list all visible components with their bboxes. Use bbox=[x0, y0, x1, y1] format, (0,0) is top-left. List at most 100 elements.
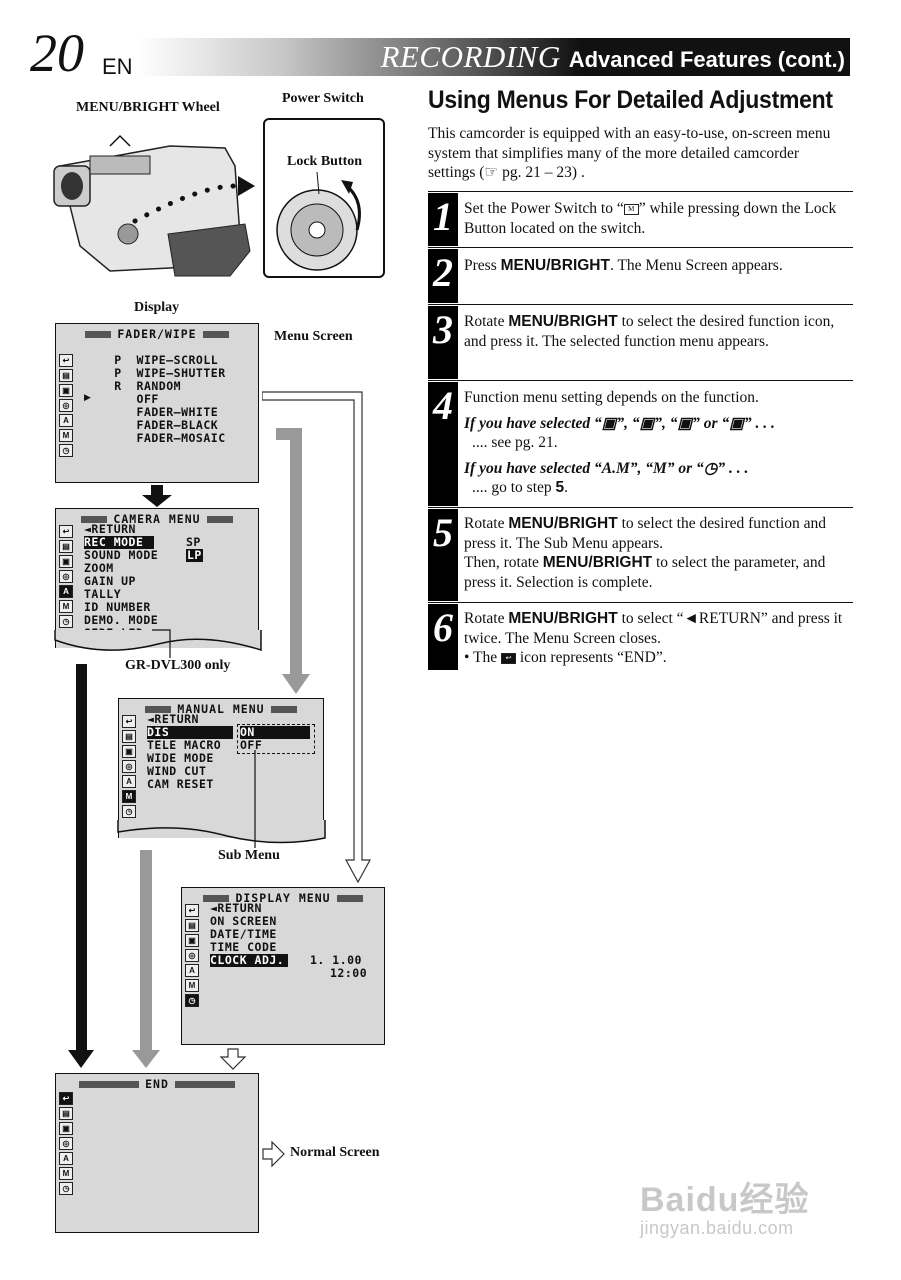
menu-item: ◄RETURN bbox=[147, 712, 199, 726]
selection-pointer-icon: ▶ bbox=[84, 392, 91, 402]
screen-title-text: CAMERA MENU bbox=[113, 512, 201, 526]
header-bar bbox=[138, 38, 850, 76]
return-icon: ↩ bbox=[122, 715, 136, 728]
fader-wipe-screen: FADER/WIPE ↩ ▤ ▣ ◎ A M ◷ P WIPE–SCROLL P… bbox=[55, 323, 259, 483]
menu-item: ZOOM bbox=[84, 561, 114, 575]
program-ae-icon: ◎ bbox=[59, 570, 73, 583]
manual-menu-icon: M bbox=[122, 790, 136, 803]
menu-item-selected: REC MODE bbox=[84, 536, 154, 549]
power-switch-inset bbox=[263, 118, 385, 278]
fader-icon: ▤ bbox=[185, 919, 199, 932]
function-icon-column: ↩ ▤ ▣ ◎ A M ◷ bbox=[185, 904, 199, 1009]
gr-only-label: GR-DVL300 only bbox=[125, 658, 231, 673]
step-text: to select the desired function and press… bbox=[464, 515, 827, 552]
step-number: 3 bbox=[428, 306, 458, 379]
menu-item: TALLY bbox=[84, 587, 122, 601]
screen-title-text: MANUAL MENU bbox=[177, 702, 265, 716]
sub-menu-off: OFF bbox=[240, 738, 263, 752]
menu-item: CAM RESET bbox=[147, 777, 214, 791]
screen-title: DISPLAY MENU bbox=[182, 891, 384, 905]
end-arrow-black-icon bbox=[68, 664, 94, 1068]
lock-button-label: Lock Button bbox=[287, 154, 363, 169]
page-title: Using Menus For Detailed Adjustment bbox=[428, 86, 833, 114]
menu-item-selected: CLOCK ADJ. bbox=[210, 954, 288, 967]
step-divider bbox=[428, 507, 853, 508]
step-number: 5 bbox=[428, 509, 458, 601]
screen-title: MANUAL MENU bbox=[119, 702, 323, 716]
fader-icon: ▤ bbox=[59, 369, 73, 382]
rec-mode-value: SP bbox=[186, 535, 201, 549]
display-arrow-outline-icon bbox=[262, 391, 372, 884]
program-ae-icon: ◎ bbox=[122, 760, 136, 773]
menu-item: WIND CUT bbox=[147, 764, 207, 778]
display-menu-icon: ◷ bbox=[122, 805, 136, 818]
menu-item: ON SCREEN bbox=[210, 914, 277, 928]
step-text: icon represents “END”. bbox=[516, 649, 667, 666]
step-3-text: Rotate MENU/BRIGHT to select the desired… bbox=[464, 312, 854, 351]
step-number: 1 bbox=[428, 193, 458, 246]
step-text: .... see pg. 21. bbox=[472, 434, 558, 451]
function-icon-column: ↩ ▤ ▣ ◎ A M ◷ bbox=[59, 1092, 73, 1197]
step-number: 6 bbox=[428, 604, 458, 670]
torn-edge bbox=[117, 820, 326, 844]
watermark-url: jingyan.baidu.com bbox=[640, 1218, 794, 1238]
menu-item: FADER–BLACK bbox=[92, 418, 219, 432]
program-ae-icon: ◎ bbox=[59, 1137, 73, 1150]
step-text: • The bbox=[464, 649, 501, 666]
header-title: RECORDING Advanced Features (cont.) bbox=[381, 38, 845, 76]
return-icon: ↩ bbox=[59, 525, 73, 538]
program-ae-icon: ◎ bbox=[59, 399, 73, 412]
step-bold: MENU/BRIGHT bbox=[508, 610, 618, 627]
return-end-icon: ↩ bbox=[501, 652, 516, 664]
step-text: Set the Power Switch to “ bbox=[464, 200, 624, 217]
menu-item: SOUND MODE bbox=[84, 548, 159, 562]
menu-item: WIDE MODE bbox=[147, 751, 214, 765]
step-number: 2 bbox=[428, 249, 458, 303]
fader-icon: ▤ bbox=[59, 1107, 73, 1120]
sound-mode-value: LP bbox=[186, 548, 203, 562]
step-bold: MENU/BRIGHT bbox=[508, 515, 618, 532]
power-switch-label: Power Switch bbox=[282, 91, 364, 106]
end-screen: END ↩ ▤ ▣ ◎ A M ◷ bbox=[55, 1073, 259, 1233]
sub-menu-label: Sub Menu bbox=[218, 848, 280, 863]
effect-icon: ▣ bbox=[59, 555, 73, 568]
screen-title-text: END bbox=[145, 1077, 169, 1091]
normal-screen-label: Normal Screen bbox=[290, 1145, 380, 1160]
menu-item-selected: DIS bbox=[147, 726, 233, 739]
menu-item: GAIN UP bbox=[84, 574, 136, 588]
effect-icon: ▣ bbox=[59, 1122, 73, 1135]
menu-item: TELE MACRO bbox=[147, 738, 222, 752]
section-title: RECORDING bbox=[380, 39, 561, 74]
step-bold: 5 bbox=[555, 479, 565, 496]
step-text: to select the desired function icon, and… bbox=[464, 313, 835, 350]
menu-item: DEMO. MODE bbox=[84, 613, 159, 627]
power-switch-dial-icon bbox=[276, 172, 361, 271]
display-label: Display bbox=[134, 300, 180, 315]
down-arrow-icon bbox=[142, 485, 172, 507]
step-bold: MENU/BRIGHT bbox=[542, 554, 653, 571]
step-number: 4 bbox=[428, 382, 458, 506]
camera-menu-icon: A bbox=[59, 414, 73, 427]
camera-menu-icon: A bbox=[59, 585, 73, 598]
step-text: Then, rotate bbox=[464, 554, 543, 571]
camcorder-illustration bbox=[53, 134, 255, 277]
step-italic: If you have selected “▣”, “▣”, “▣” or “▣… bbox=[464, 414, 775, 432]
program-ae-icon: ◎ bbox=[185, 949, 199, 962]
camera-menu-icon: A bbox=[185, 964, 199, 977]
screen-title-text: DISPLAY MENU bbox=[235, 891, 331, 905]
function-icon-column: ↩ ▤ ▣ ◎ A M ◷ bbox=[59, 354, 73, 459]
step-divider bbox=[428, 247, 853, 248]
leader-line bbox=[254, 750, 256, 848]
menu-wheel-label: MENU/BRIGHT Wheel bbox=[76, 100, 220, 115]
page-lang: EN bbox=[102, 54, 133, 79]
menu-item: ID NUMBER bbox=[84, 600, 151, 614]
return-icon: ↩ bbox=[59, 1092, 73, 1105]
step-text: . The Menu Screen appears. bbox=[609, 257, 783, 274]
function-icon-column: ↩ ▤ ▣ ◎ A M ◷ bbox=[122, 715, 136, 820]
section-subtitle: Advanced Features (cont.) bbox=[568, 47, 845, 72]
step-text: Rotate bbox=[464, 515, 509, 532]
fader-icon: ▤ bbox=[122, 730, 136, 743]
